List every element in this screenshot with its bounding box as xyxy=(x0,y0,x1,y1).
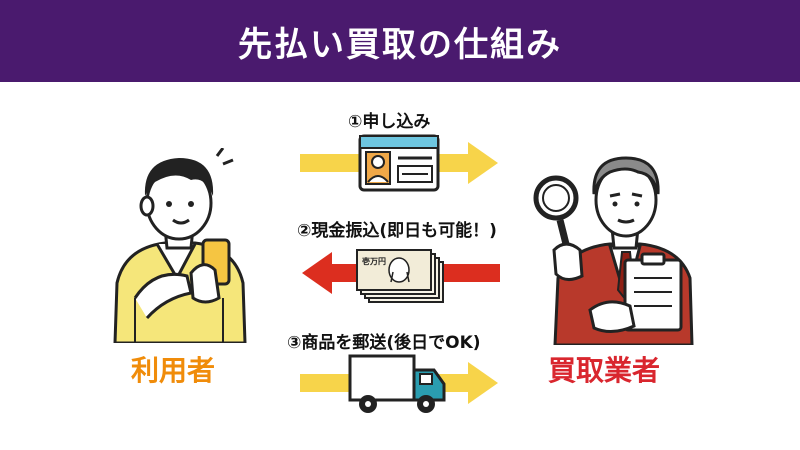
step3-label: ③商品を郵送(後日でOK) xyxy=(287,333,481,353)
buyer-illustration xyxy=(533,156,694,345)
id-card-icon xyxy=(358,134,440,192)
buyer-label: 買取業者 xyxy=(548,354,661,387)
clipboard-icon xyxy=(623,252,683,332)
truck-icon xyxy=(348,354,446,413)
banknote-text: 壱万円 xyxy=(362,257,386,266)
banknote-icon: 壱万円 xyxy=(355,248,447,306)
header-bar: 先払い買取の仕組み xyxy=(0,0,800,82)
user-label: 利用者 xyxy=(131,354,216,387)
step2-label: ②現金振込(即日も可能！) xyxy=(297,221,497,241)
user-illustration xyxy=(113,148,247,343)
page-title: 先払い買取の仕組み xyxy=(238,24,562,65)
step1-label: ①申し込み xyxy=(348,112,431,132)
